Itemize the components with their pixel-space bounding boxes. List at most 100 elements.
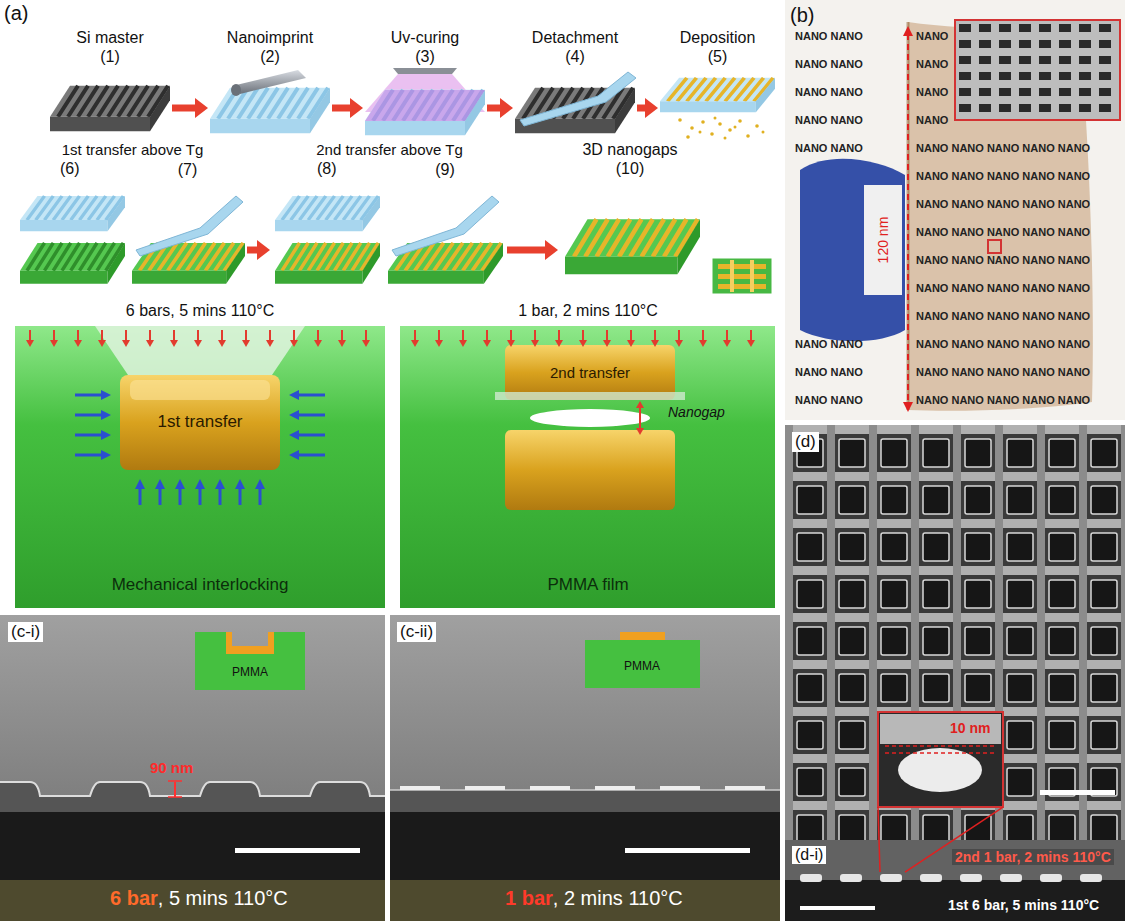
sem-image-ci-part	[0, 810, 385, 880]
sem-image-d-part	[898, 748, 982, 792]
watermark-text: NANO	[916, 30, 948, 43]
cross-section-first-transfer-part	[266, 330, 274, 347]
process-icons-part-part	[701, 120, 705, 124]
arrow-shaft	[247, 247, 258, 254]
process-icons-part-part	[678, 118, 682, 122]
cross-section-second-transfer-part	[627, 330, 635, 347]
cross-section-second-transfer-part	[411, 330, 419, 347]
process-icons-part	[393, 68, 457, 74]
process-step: (7)	[130, 160, 245, 295]
process-icons-part-part	[728, 128, 732, 132]
process-icons-part-part	[686, 135, 690, 139]
process-icons-part	[565, 219, 700, 274]
film-photo-part	[800, 159, 905, 341]
film-photo-part	[903, 26, 913, 36]
cross-section-second-transfer-part	[579, 330, 587, 347]
watermark-text: NANO NANO NANO NANO NANO	[916, 394, 1090, 407]
process-icons-part-part	[762, 131, 765, 134]
cross-section-second-transfer-part	[675, 330, 683, 347]
film-photo-part	[907, 22, 910, 410]
dimension-label: 90 nm	[150, 759, 193, 776]
process-step: 2nd transfer above Tg(8)	[272, 140, 507, 295]
cross-section-first-transfer-part	[155, 479, 165, 505]
sem-image-cii-part	[530, 786, 570, 790]
cross-section-second-transfer-part	[507, 330, 515, 347]
sem-image-d-part	[1040, 874, 1062, 882]
layer-label: PMMA film	[547, 575, 628, 595]
film-photo-part	[907, 34, 909, 404]
cross-section-second-transfer-part	[459, 330, 467, 347]
sem-image-cii-part	[465, 786, 505, 790]
cross-section-first-transfer-part	[314, 330, 322, 347]
cross-section-first-transfer-part	[170, 330, 178, 347]
process-icons-part	[20, 196, 125, 231]
cross-section-second-transfer-part	[747, 330, 755, 347]
process-arrow	[172, 98, 208, 118]
process-icons-part	[750, 260, 754, 292]
panel-label: (c-ii)	[397, 622, 436, 642]
watermark-text: NANO	[916, 86, 948, 99]
sem-image-cii-part	[625, 848, 750, 853]
sem-image-ci-part	[226, 632, 274, 654]
film-photo	[785, 0, 1125, 420]
sem-image-d	[785, 425, 1125, 921]
sem-image-d-part	[878, 712, 1003, 807]
process-step: Detachment(4)	[515, 28, 635, 138]
sem-image-cii-part	[390, 789, 780, 791]
sem-image-d-part	[880, 714, 1001, 744]
cross-section-first-transfer-part	[255, 479, 265, 505]
process-icons-part	[275, 243, 380, 284]
sem-image-ci-part	[0, 782, 385, 812]
watermark-text: NANO NANO	[795, 394, 863, 407]
sem-image-d-part	[878, 807, 880, 872]
pressure-label: 6 bar	[110, 887, 158, 910]
watermark-text: NANO NANO NANO NANO NANO	[916, 254, 1090, 267]
cross-section-second-transfer-part	[555, 330, 563, 347]
step-number: (7)	[178, 160, 198, 179]
sem-image-cii-part	[400, 786, 440, 790]
dimension-label: 120 nm	[875, 217, 891, 264]
cross-section-second-transfer-part	[435, 330, 443, 347]
process-arrow	[637, 98, 658, 118]
watermark-text: NANO NANO NANO NANO NANO	[916, 310, 1090, 323]
process-icons-part	[660, 78, 775, 112]
process-step: Nanoimprint(2)	[210, 28, 330, 138]
sem-image-d-part	[785, 840, 1125, 880]
step-label: Deposition	[680, 28, 756, 47]
sem-image-cii-part	[620, 632, 665, 640]
sem-image-cii-part	[725, 786, 765, 790]
cross-section-first-transfer-part	[26, 330, 34, 347]
sem-image-ci-part	[0, 880, 385, 921]
cross-section-first-transfer-part	[215, 479, 225, 505]
process-icons-part	[712, 258, 772, 294]
process-arrow	[332, 98, 363, 118]
panel-label: (b)	[790, 4, 814, 27]
film-photo-part	[785, 0, 1125, 420]
process-icons-part-part	[746, 134, 750, 138]
cross-section-first-transfer-part	[242, 330, 250, 347]
process-condition: , 5 mins 110°C	[158, 887, 288, 910]
arrow-head	[195, 98, 208, 118]
cross-section-first-transfer-part	[289, 430, 325, 440]
sem-image-ci-part	[168, 796, 182, 798]
cross-section-second-transfer-part	[530, 409, 650, 427]
cross-section-second-transfer-part	[723, 330, 731, 347]
step-number: (2)	[260, 47, 280, 66]
process-icons-part-part	[724, 137, 727, 140]
watermark-text: NANO NANO NANO NANO NANO	[916, 226, 1090, 239]
process-condition: 2nd 1 bar, 2 mins 110°C	[952, 849, 1114, 865]
cross-section-first-transfer-part	[135, 479, 145, 505]
sem-image-ci-part	[174, 782, 176, 797]
sem-image-d-part	[920, 874, 942, 882]
process-step: Deposition(5)	[660, 28, 775, 138]
process-icons-part	[20, 243, 125, 284]
cross-section-first-transfer-part	[194, 330, 202, 347]
sem-image-cii-part	[585, 640, 700, 688]
layer-label: 2nd transfer	[550, 364, 630, 381]
cross-section-first-transfer-part	[74, 330, 82, 347]
sem-image-ci	[0, 615, 385, 921]
step-label: 1st transfer above Tg	[62, 140, 203, 159]
watermark-text: NANO NANO	[795, 86, 863, 99]
